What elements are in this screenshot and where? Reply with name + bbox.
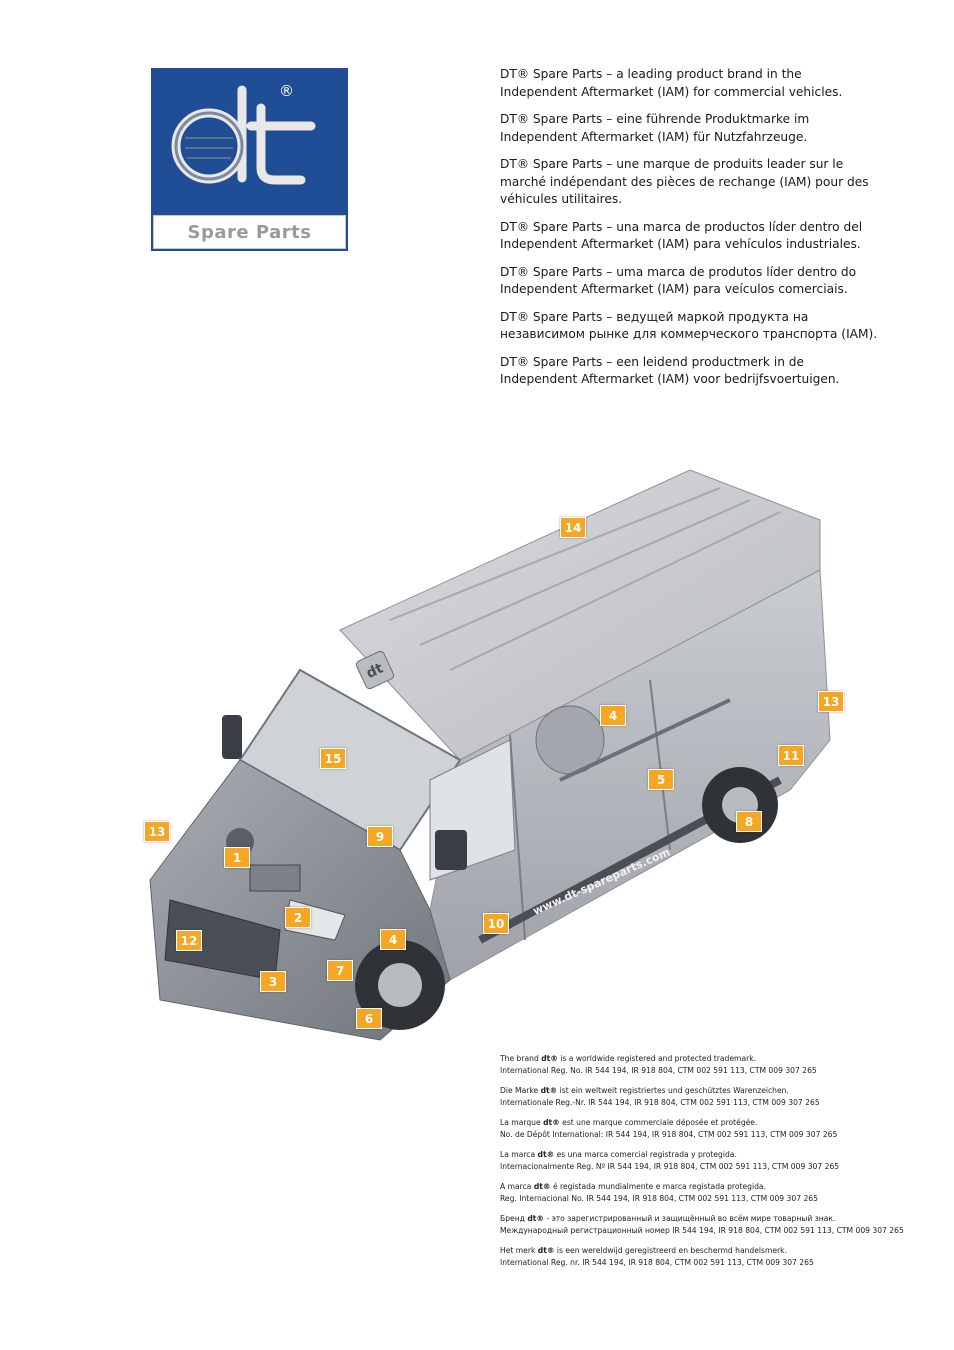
callout-6: 6: [356, 1008, 382, 1029]
intro-paragraph-fr: DT® Spare Parts – une marque de produits…: [500, 157, 869, 206]
dt-logo: ® Spare Parts: [151, 68, 348, 251]
callout-10: 10: [483, 913, 509, 934]
intro-paragraph-pt: DT® Spare Parts – uma marca de produtos …: [500, 264, 857, 297]
trademark-nl: Het merk dt® is een wereldwijd geregistr…: [500, 1246, 814, 1267]
van-illustration: dt www.dt-spareparts.com 14 13 4 5 11 8 …: [130, 460, 844, 1060]
trademark-notices: The brand dt® is a worldwide registered …: [500, 1053, 920, 1277]
van-dt-badge: dt: [364, 660, 386, 682]
callout-2: 2: [285, 907, 311, 928]
trademark-es: La marca dt® es una marca comercial regi…: [500, 1150, 840, 1171]
trademark-de: Die Marke dt® ist ein weltweit registrie…: [500, 1086, 820, 1107]
intro-paragraph-es: DT® Spare Parts – una marca de productos…: [500, 219, 863, 252]
callout-4-front: 4: [380, 929, 406, 950]
callout-3: 3: [260, 971, 286, 992]
intro-paragraph-en: DT® Spare Parts – a leading product bran…: [500, 67, 843, 99]
trademark-en: The brand dt® is a worldwide registered …: [500, 1054, 817, 1075]
callout-11: 11: [778, 745, 804, 766]
trademark-ru: Бренд dt® - это зарегистрированный и защ…: [500, 1214, 904, 1235]
intro-paragraph-de: DT® Spare Parts – eine führende Produktm…: [500, 112, 810, 144]
callout-15: 15: [320, 748, 346, 769]
dt-logo-mark: [171, 85, 316, 185]
van-drawing: dt www.dt-spareparts.com: [149, 469, 831, 1041]
callout-14: 14: [560, 517, 586, 538]
registered-mark: ®: [279, 82, 294, 100]
callout-4-rear: 4: [600, 705, 626, 726]
callout-12: 12: [176, 930, 202, 951]
logo-tagline: Spare Parts: [187, 221, 312, 243]
intro-paragraph-nl: DT® Spare Parts – een leidend productmer…: [500, 354, 840, 387]
callout-13-front: 13: [144, 821, 170, 842]
callout-1: 1: [224, 847, 250, 868]
callout-8: 8: [736, 811, 762, 832]
callout-5: 5: [648, 769, 674, 790]
callout-7: 7: [327, 960, 353, 981]
callout-13-rear: 13: [818, 691, 844, 712]
callout-9: 9: [367, 826, 393, 847]
logo-tagline-box: Spare Parts: [153, 215, 346, 249]
trademark-pt: A marca dt® é registada mundialmente e m…: [500, 1182, 818, 1203]
intro-text: DT® Spare Parts – a leading product bran…: [500, 66, 880, 399]
intro-paragraph-ru: DT® Spare Parts – ведущей маркой продукт…: [500, 309, 878, 342]
trademark-fr: La marque dt® est une marque commerciale…: [500, 1118, 838, 1139]
